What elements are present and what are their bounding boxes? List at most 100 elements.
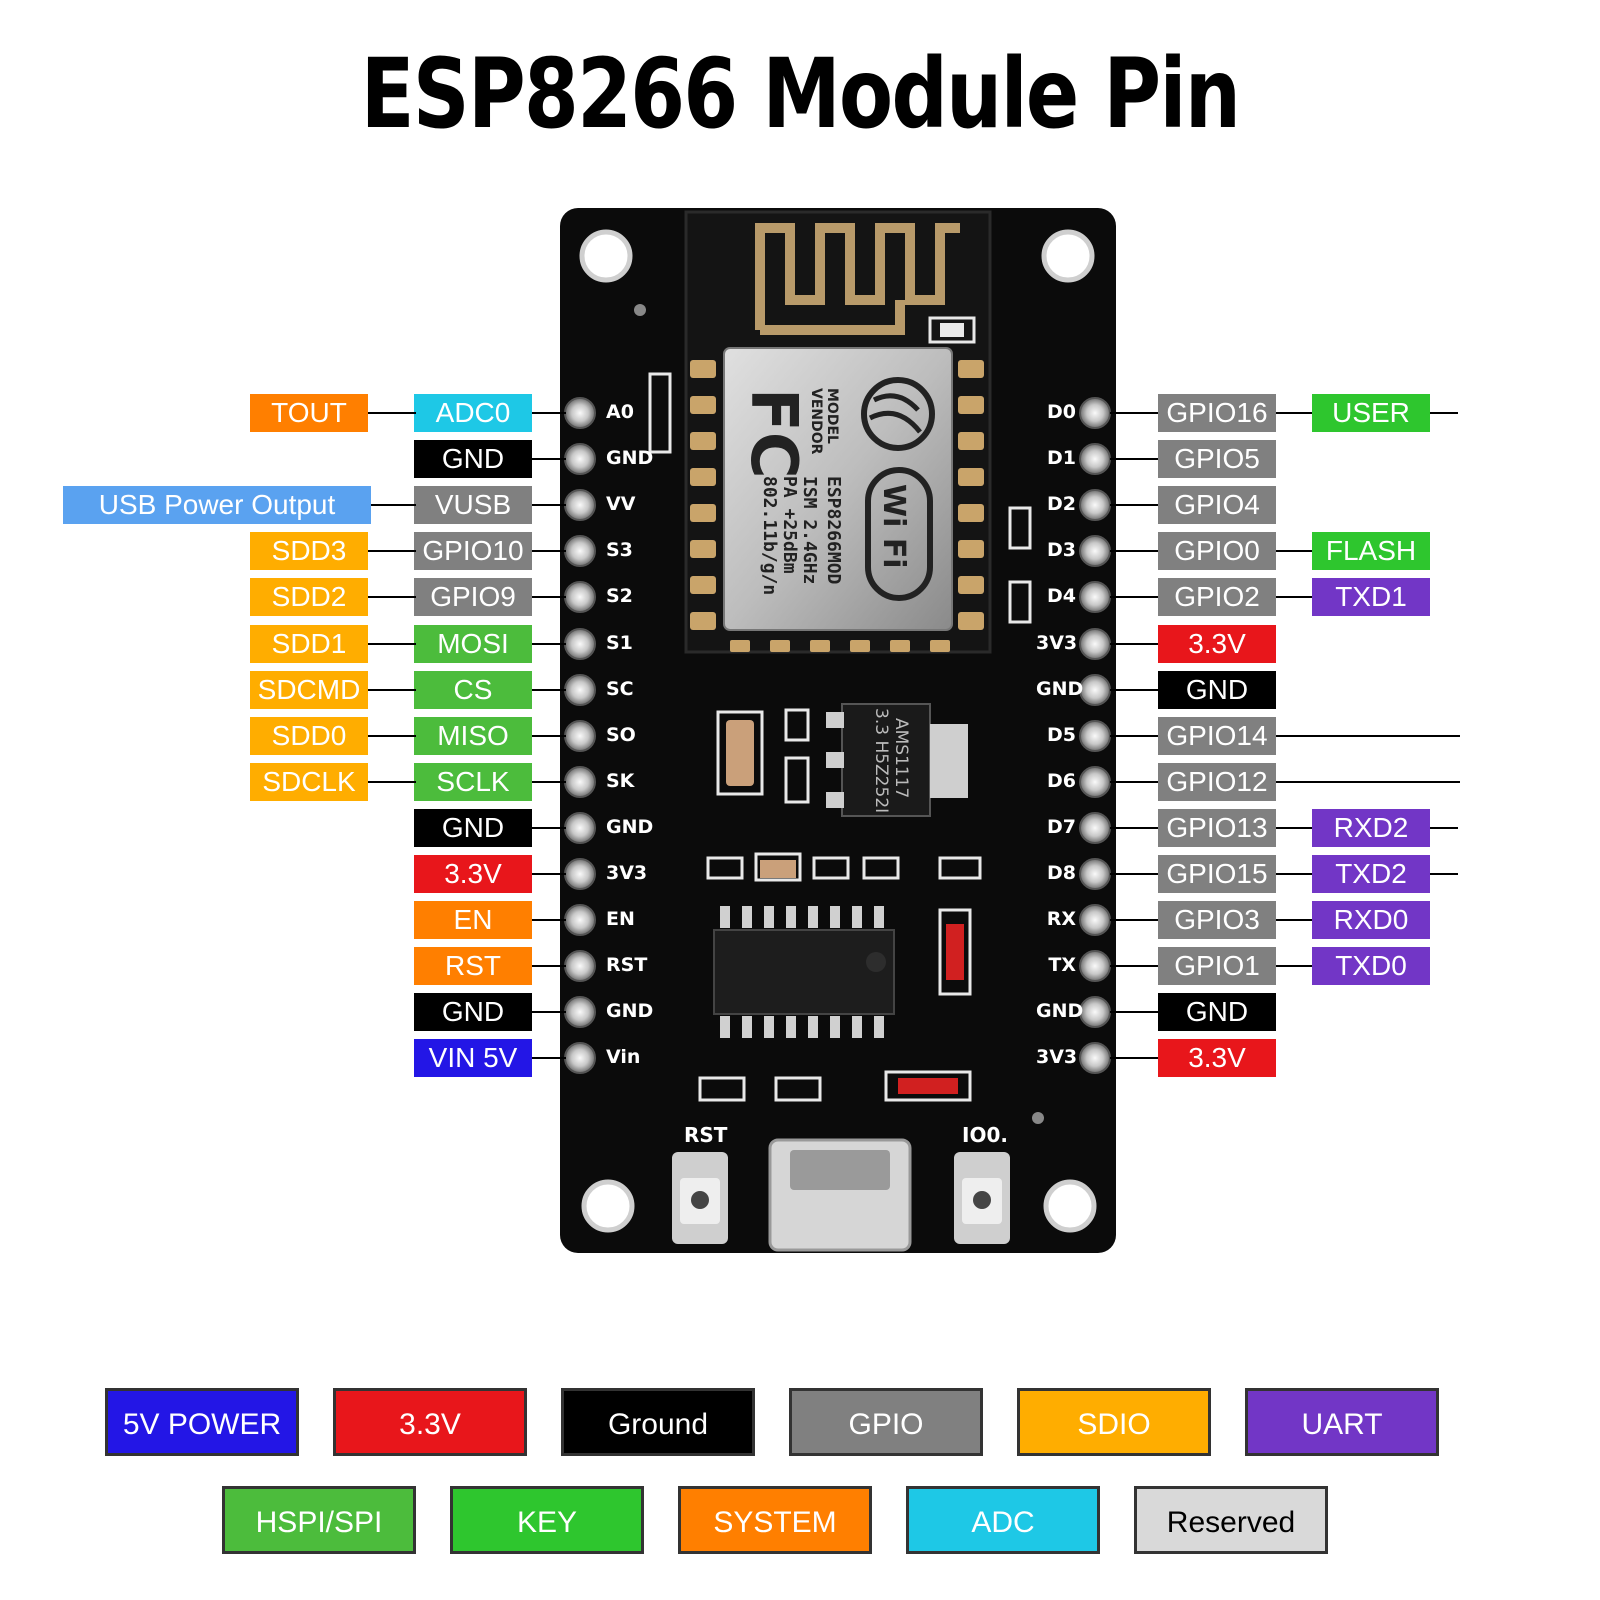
pin-silk-label: S2 <box>606 585 633 607</box>
pin-hole-right <box>1079 1042 1111 1074</box>
pin-silk-label: SO <box>606 724 636 746</box>
pin-hole-right <box>1079 766 1111 798</box>
pin-label-left: CS <box>414 671 532 709</box>
pin-hole-right <box>1079 720 1111 752</box>
pin-silk-label: SC <box>606 678 634 700</box>
legend-item: SYSTEM <box>678 1486 872 1554</box>
pin-wire <box>1276 781 1460 783</box>
svg-text:RST: RST <box>684 1123 728 1147</box>
pin-silk-label: GND <box>606 447 654 469</box>
pin-label-right: GPIO12 <box>1158 763 1276 801</box>
legend-item: HSPI/SPI <box>222 1486 416 1554</box>
voltage-regulator <box>841 703 931 817</box>
pin-label-left: GPIO10 <box>414 532 532 570</box>
pin-wire <box>530 1011 566 1013</box>
svg-text:802.11b/g/n: 802.11b/g/n <box>759 476 780 595</box>
pin-wire <box>1110 504 1160 506</box>
pin-label-right: GND <box>1158 671 1276 709</box>
pin-silk-label: D6 <box>1047 770 1076 792</box>
mounting-hole <box>581 1179 635 1233</box>
pin-hole-left <box>564 812 596 844</box>
pin-hole-right <box>1079 996 1111 1028</box>
pin-hole-left <box>564 720 596 752</box>
legend-item: UART <box>1245 1388 1439 1456</box>
pin-label-left: MISO <box>414 717 532 755</box>
pin-label-right: 3.3V <box>1158 1039 1276 1077</box>
pin-hole-left <box>564 1042 596 1074</box>
pin-label-right: GND <box>1158 993 1276 1031</box>
usb-serial-chip <box>713 929 895 1015</box>
pin-hole-right <box>1079 489 1111 521</box>
pin-silk-label: S3 <box>606 539 633 561</box>
mounting-hole <box>1043 1179 1097 1233</box>
pin-hole-left <box>564 397 596 429</box>
pin-silk-label: A0 <box>606 401 634 423</box>
pin-silk-label: 3V3 <box>1036 632 1078 654</box>
svg-text:VENDOR: VENDOR <box>808 388 824 455</box>
pin-function-right: RXD0 <box>1312 901 1430 939</box>
pin-wire <box>1110 735 1160 737</box>
legend-item: 3.3V <box>333 1388 527 1456</box>
smd-components <box>648 372 1032 1102</box>
pin-label-left: VUSB <box>414 486 532 524</box>
svg-text:IO0.: IO0. <box>962 1123 1008 1147</box>
wifi-logo <box>865 467 933 601</box>
pin-wire <box>1110 689 1160 691</box>
pin-hole-left <box>564 535 596 567</box>
pin-wire <box>1276 919 1314 921</box>
pin-hole-left <box>564 489 596 521</box>
chip-legs <box>720 906 884 1038</box>
pin-wire <box>530 689 566 691</box>
pin-label-right: GPIO2 <box>1158 578 1276 616</box>
pin-wire <box>1276 873 1314 875</box>
pin-hole-right <box>1079 628 1111 660</box>
pin-wire <box>530 1057 566 1059</box>
svg-text:3.3 H5Z252I: 3.3 H5Z252I <box>871 708 891 813</box>
pin-wire <box>1110 827 1160 829</box>
pin-wire <box>1276 735 1460 737</box>
pin-label-right: GPIO5 <box>1158 440 1276 478</box>
pin-wire <box>1110 458 1160 460</box>
pin-label-right: 3.3V <box>1158 625 1276 663</box>
pin-label-left: GND <box>414 440 532 478</box>
pin-silk-label: 3V3 <box>1036 1046 1078 1068</box>
pin-wire <box>530 643 566 645</box>
pin-function-left: SDD3 <box>250 532 368 570</box>
pin-function-left: SDD0 <box>250 717 368 755</box>
pin-silk-label: S1 <box>606 632 633 654</box>
pin-function-left: SDD2 <box>250 578 368 616</box>
pin-label-right: GPIO4 <box>1158 486 1276 524</box>
pin-silk-label: GND <box>1036 1000 1084 1022</box>
pin-hole-right <box>1079 904 1111 936</box>
pin-label-right: GPIO1 <box>1158 947 1276 985</box>
pin-label-left: RST <box>414 947 532 985</box>
pin-wire <box>530 596 566 598</box>
pin-wire <box>368 643 416 645</box>
pin-label-left: VIN 5V <box>414 1039 532 1077</box>
pin-function-left: TOUT <box>250 394 368 432</box>
pin-wire <box>530 412 566 414</box>
pin-wire <box>1110 919 1160 921</box>
pin-wire <box>530 458 566 460</box>
pin-wire <box>1110 873 1160 875</box>
pin-hole-left <box>564 950 596 982</box>
pin-silk-label: D1 <box>1047 447 1076 469</box>
legend-item: Ground <box>561 1388 755 1456</box>
pin-wire <box>1276 965 1314 967</box>
pin-function-right: TXD0 <box>1312 947 1430 985</box>
antenna-trace <box>755 223 960 335</box>
pin-silk-label: EN <box>606 908 635 930</box>
pin-label-left: EN <box>414 901 532 939</box>
mounting-hole <box>1041 229 1095 283</box>
pin-wire <box>530 781 566 783</box>
pin-silk-label: D7 <box>1047 816 1076 838</box>
pin-label-right: GPIO3 <box>1158 901 1276 939</box>
pin-label-right: GPIO0 <box>1158 532 1276 570</box>
pin-function-right: TXD2 <box>1312 855 1430 893</box>
fc-logo: FC <box>736 388 810 479</box>
pin-wire <box>368 596 416 598</box>
pin-wire <box>530 965 566 967</box>
pin-label-left: 3.3V <box>414 855 532 893</box>
pin-hole-right <box>1079 443 1111 475</box>
